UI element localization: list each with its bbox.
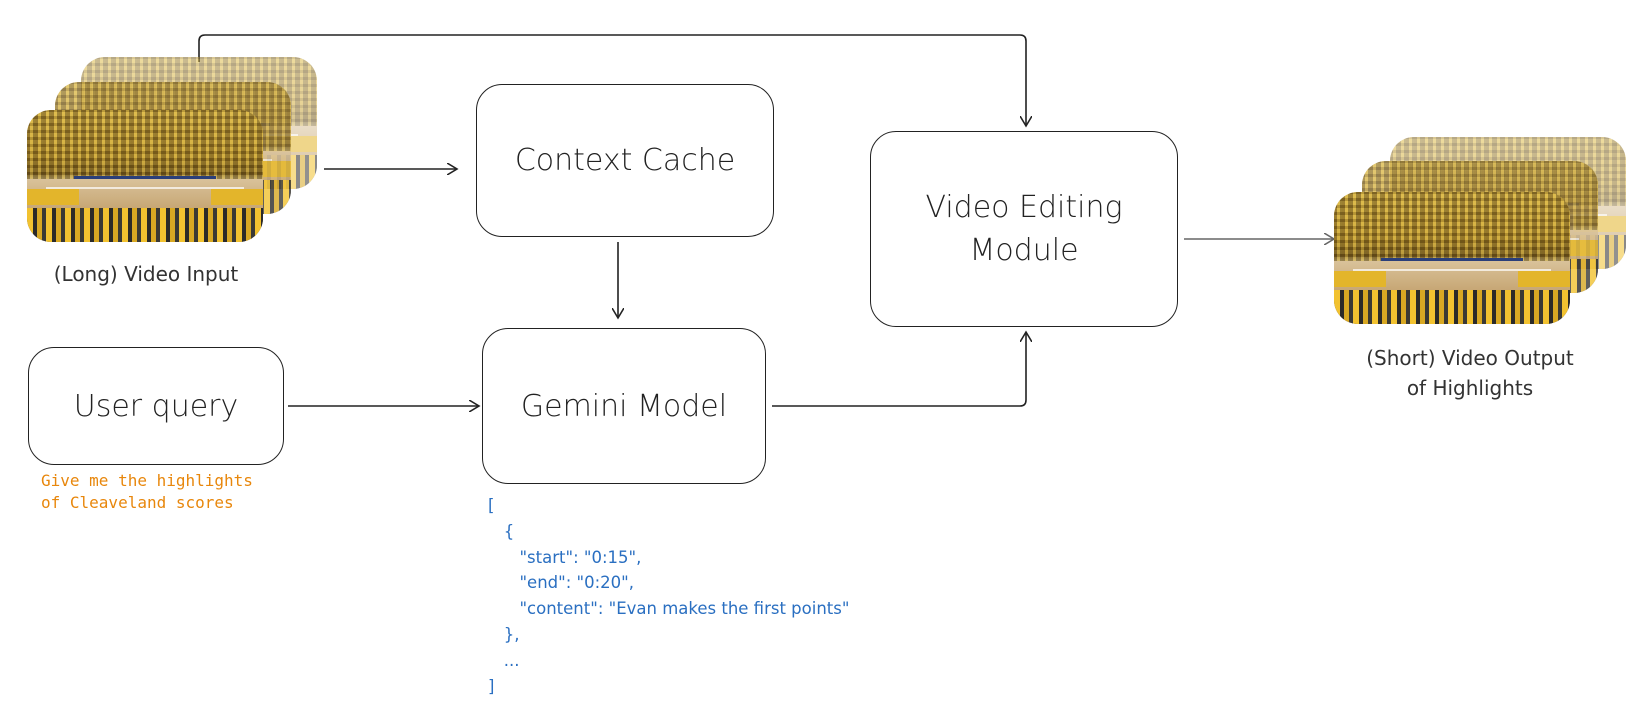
edge-input-to-editing	[198, 34, 1026, 126]
user-query-node: User query	[28, 347, 284, 465]
video-frame	[1334, 192, 1570, 324]
video-frame	[27, 110, 263, 242]
video-input-caption: (Long) Video Input	[53, 262, 239, 286]
video-editing-label: Video Editing Module	[925, 190, 1123, 268]
video-output-caption: (Short) Video Output of Highlights	[1366, 346, 1574, 400]
video-editing-node: Video Editing Module	[870, 131, 1178, 327]
user-query-text: Give me the highlights of Cleaveland sco…	[41, 471, 253, 512]
user-query-label: User query	[73, 388, 239, 424]
gemini-model-node: Gemini Model	[482, 328, 766, 484]
gemini-model-label: Gemini Model	[520, 388, 728, 424]
model-output-json: [ { "start": "0:15", "end": "0:20", "con…	[488, 496, 850, 696]
edge-model-to-editing	[772, 332, 1026, 407]
context-cache-label: Context Cache	[514, 143, 736, 178]
context-cache-node: Context Cache	[476, 84, 774, 237]
